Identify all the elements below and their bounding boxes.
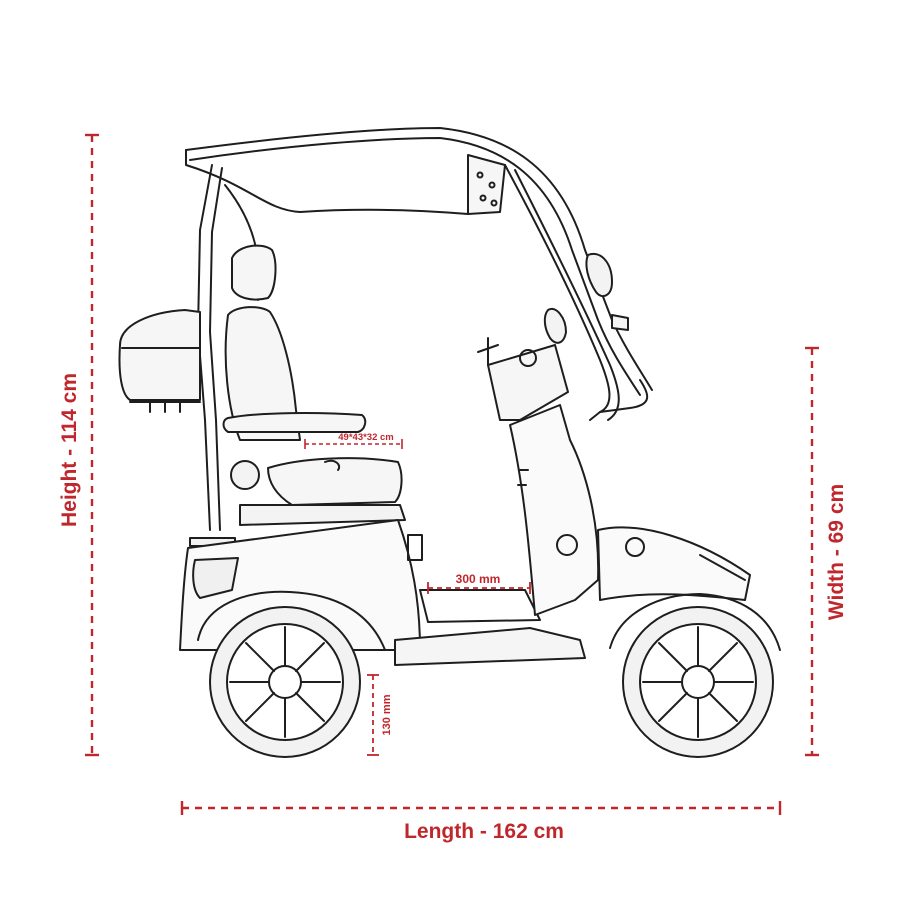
seat-headrest (231, 244, 277, 301)
height-label: Height - 114 cm (58, 373, 81, 527)
front-canopy-pole (504, 164, 649, 421)
rear-fender (197, 590, 386, 651)
seat-base (239, 504, 406, 526)
mobility-scooter-illustration (118, 127, 781, 758)
mirror-upper (585, 252, 613, 298)
dimension-labels: Height - 114 cm Width - 69 cm Length - 1… (58, 373, 848, 843)
seat-armrest (222, 412, 367, 433)
tiller-dashboard (477, 337, 569, 421)
floorboard (394, 589, 586, 666)
seat-cushion (230, 457, 403, 506)
clearance-label: 130 mm (381, 694, 393, 735)
canopy-roof (185, 127, 653, 396)
width-label: Width - 69 cm (825, 484, 848, 620)
seat-dimension-label: 49*43*32 cm (338, 432, 393, 443)
dimension-lines (85, 133, 819, 815)
front-wheel (622, 606, 774, 758)
length-label: Length - 162 cm (404, 820, 564, 843)
front-fairing (597, 526, 751, 601)
mirror-lower (543, 307, 629, 344)
seat-backrest (224, 306, 301, 441)
rear-wheel (209, 606, 361, 758)
legroom-label: 300 mm (456, 572, 501, 586)
steering-column (509, 404, 600, 616)
rear-storage-box (118, 309, 201, 413)
front-fender (609, 593, 781, 651)
